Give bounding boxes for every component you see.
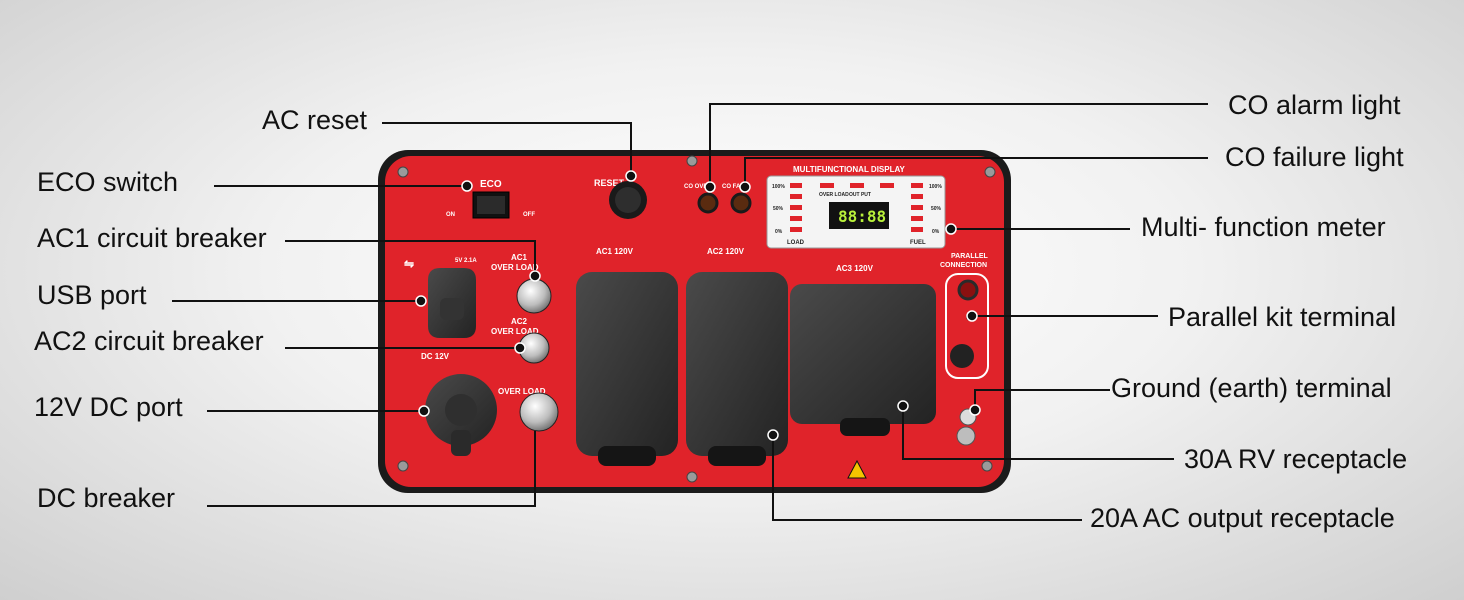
ac2-overload-label: OVER LOAD [491, 327, 539, 336]
label-usb-port: USB port [37, 280, 147, 310]
co-over-label: CO OVER [684, 184, 712, 190]
dc-overload-label: OVER LOAD [498, 387, 546, 396]
ac1-overload-label: OVER LOAD [491, 263, 539, 272]
co-alarm-light: CO OVER [684, 184, 719, 214]
label-ground-terminal: Ground (earth) terminal [1111, 373, 1392, 403]
parallel-terminal[interactable]: PARALLEL CONNECTION [940, 253, 989, 379]
eco-label: ECO [480, 179, 502, 190]
fuel-0-label: 0% [932, 229, 940, 235]
fuel-label: FUEL [910, 240, 926, 246]
reset-button[interactable]: RESET [594, 178, 647, 219]
co-fail-label: CO FAIL [722, 184, 746, 190]
leader-dots [415, 170, 981, 441]
label-ac2-circuit-breaker: AC2 circuit breaker [34, 326, 264, 356]
ac1-120-label: AC1 120V [596, 247, 634, 256]
label-dc-breaker: DC breaker [37, 483, 176, 513]
label-30a-rv-receptacle: 30A RV receptacle [1184, 444, 1408, 474]
usb-port[interactable]: 5V 2.1A ⇋ [404, 257, 477, 338]
parallel-label: PARALLEL [951, 253, 989, 260]
dc-12v-port[interactable]: DC 12V [421, 352, 497, 456]
overload-indicator-label: OVER LOAD [819, 192, 849, 198]
label-co-failure-light: CO failure light [1225, 142, 1404, 172]
label-ac1-circuit-breaker: AC1 circuit breaker [37, 223, 267, 253]
label-eco-switch: ECO switch [37, 167, 179, 197]
ac3-120-label: AC3 120V [836, 264, 874, 273]
load-0-label: 0% [775, 229, 783, 235]
load-label: LOAD [787, 240, 805, 246]
ac2-outlet[interactable]: AC2 120V [686, 247, 788, 466]
fuel-50-label: 50% [931, 206, 942, 212]
warning-icon [847, 459, 867, 479]
load-100-label: 100% [772, 184, 785, 190]
ac2-120-label: AC2 120V [707, 247, 745, 256]
label-12v-dc-port: 12V DC port [34, 392, 183, 422]
fuel-100-label: 100% [929, 184, 942, 190]
fuel-bar-leds [911, 183, 923, 232]
ac1-outlet[interactable]: AC1 120V [576, 247, 678, 466]
dc-12v-label: DC 12V [421, 352, 450, 361]
display-title: MULTIFUNCTIONAL DISPLAY [793, 165, 906, 174]
leader-lines [172, 103, 1208, 521]
dc-breaker[interactable]: OVER LOAD [498, 387, 559, 432]
eco-off-label: OFF [523, 212, 535, 218]
ac3-rv-receptacle[interactable]: AC3 120V [790, 264, 936, 436]
label-20a-ac-output-receptacle: 20A AC output receptacle [1090, 503, 1395, 533]
output-indicator-label: OUT PUT [849, 192, 871, 198]
display-digits: 88:88 [838, 207, 886, 226]
reset-label: RESET [594, 178, 625, 188]
co-failure-light: CO FAIL [722, 184, 752, 214]
usb-volts-label: 5V 2.1A [455, 258, 477, 264]
eco-on-label: ON [446, 212, 455, 218]
label-multi-function-meter: Multi- function meter [1141, 212, 1386, 242]
label-parallel-kit-terminal: Parallel kit terminal [1168, 302, 1397, 332]
label-ac-reset: AC reset [262, 105, 368, 135]
ac2-title: AC2 [511, 317, 528, 326]
connection-label: CONNECTION [940, 262, 987, 269]
usb-icon: ⇋ [404, 257, 414, 271]
multifunction-meter: MULTIFUNCTIONAL DISPLAY 100% 50% 0% 100%… [766, 165, 946, 249]
label-co-alarm-light: CO alarm light [1228, 90, 1401, 120]
ac1-title: AC1 [511, 253, 528, 262]
panel-screws [397, 155, 996, 483]
load-50-label: 50% [773, 206, 784, 212]
eco-switch[interactable]: ECO ON OFF [446, 179, 535, 219]
load-bar-leds [790, 183, 802, 232]
